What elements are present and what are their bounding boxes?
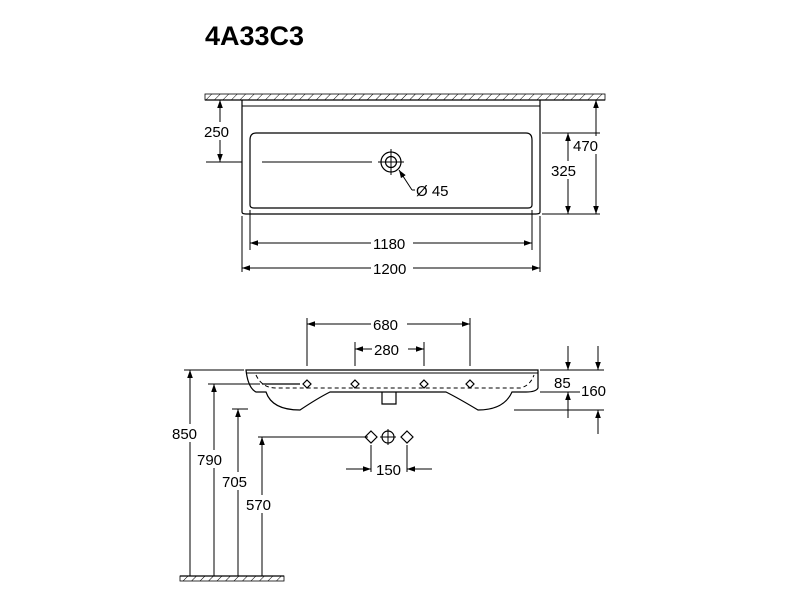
wall-hatch-top xyxy=(204,93,606,101)
dim-label-570: 570 xyxy=(246,497,271,514)
dim-label-1180: 1180 xyxy=(373,236,405,253)
basin-outline-top xyxy=(241,100,541,215)
model-title: 4A33C3 xyxy=(205,21,304,51)
tap-hole-marker-3-icon xyxy=(419,379,429,389)
bowl-hidden-line xyxy=(255,374,535,389)
dim-label-150: 150 xyxy=(376,462,401,479)
tap-hole-icon xyxy=(378,149,404,175)
supply-cold-icon xyxy=(364,430,378,444)
dim-label-325: 325 xyxy=(551,163,576,180)
dim-label-160: 160 xyxy=(581,383,606,400)
tap-hole-leader xyxy=(398,169,413,191)
tap-hole-marker-1-icon xyxy=(302,379,312,389)
dim-label-250: 250 xyxy=(204,124,229,141)
basin-profile-front xyxy=(245,369,539,411)
waste-outlet xyxy=(381,392,397,405)
top-view: Ø 45 250 325 470 1180 1200 xyxy=(201,93,608,278)
dim-label-1200: 1200 xyxy=(373,261,406,278)
dim-label-705: 705 xyxy=(222,474,247,491)
tap-hole-marker-2-icon xyxy=(350,379,360,389)
bowl-outline-top xyxy=(249,132,533,209)
floor-hatch xyxy=(179,575,285,582)
dim-label-680: 680 xyxy=(373,317,398,334)
tap-hole-marker-4-icon xyxy=(465,379,475,389)
dim-label-790: 790 xyxy=(197,452,222,469)
dim-label-470: 470 xyxy=(573,138,598,155)
tap-hole-diameter-label: Ø 45 xyxy=(416,183,449,200)
front-view: 680 280 85 160 850 790 705 570 xyxy=(170,315,606,582)
dim-label-85: 85 xyxy=(554,375,571,392)
supply-waste-icon xyxy=(380,429,396,445)
supply-hot-icon xyxy=(400,430,414,444)
dim-label-850: 850 xyxy=(172,426,197,443)
dim-label-280: 280 xyxy=(374,342,399,359)
